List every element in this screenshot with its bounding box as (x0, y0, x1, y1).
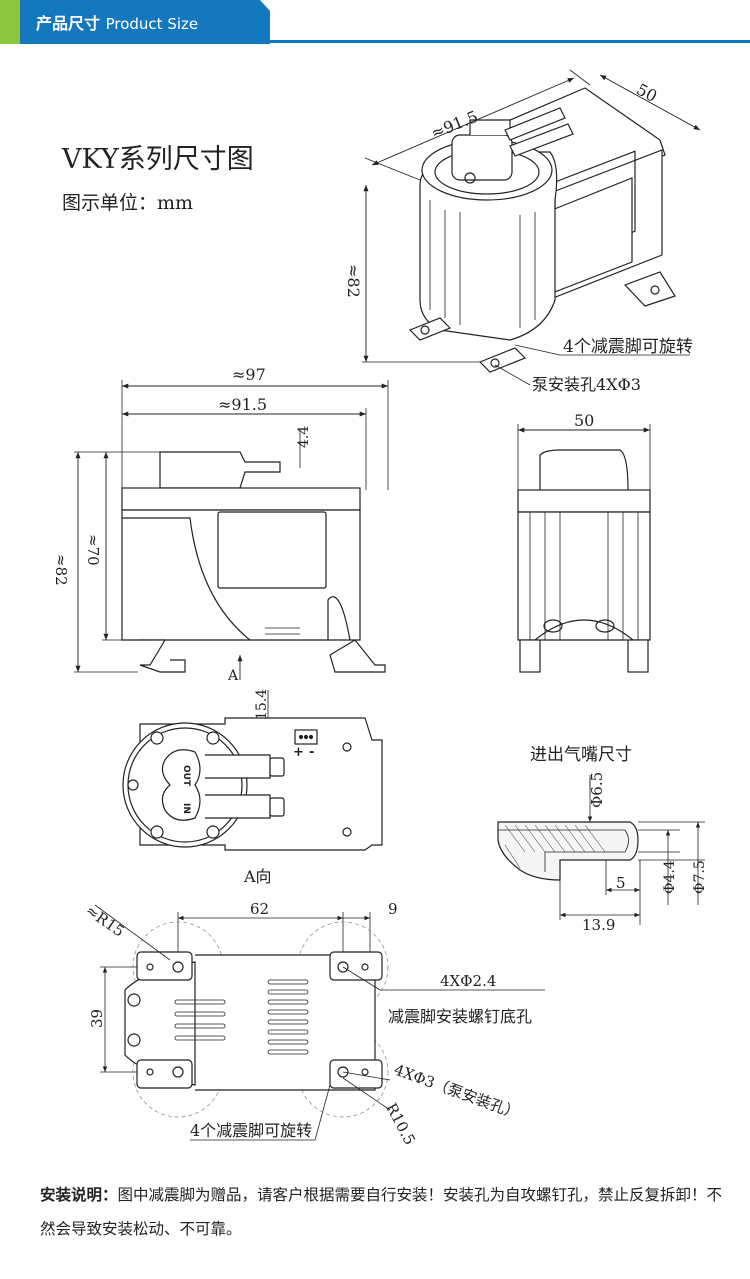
nozzle-detail (497, 775, 705, 925)
installation-note: 安装说明：图中减震脚为赠品，请客户根据需要自行安装！安装孔为自攻螺钉孔，禁止反复… (40, 1178, 730, 1246)
bottom-pump-holes: 4XΦ3（泵安装孔） (392, 1061, 522, 1123)
nozzle-dim-d3: Φ7.5 (692, 860, 708, 894)
bottom-dim-r105: R10.5 (382, 1100, 419, 1148)
top-label-out: OUT (181, 765, 191, 787)
header-title: 产品尺寸 Product Size (36, 10, 198, 34)
bottom-dim-r15: ≈R15 (82, 901, 128, 940)
top-view (122, 690, 383, 851)
iso-dim-height: ≈82 (344, 264, 363, 298)
iso-note-holes: 泵安装孔4XΦ3 (532, 375, 641, 394)
top-view-caption: A向 (243, 867, 272, 886)
front-dim-total: ≈97 (232, 365, 266, 384)
bottom-dim-39: 39 (88, 1009, 106, 1028)
nozzle-dim-d1: Φ6.5 (588, 772, 606, 808)
header-bar: 产品尺寸 Product Size (0, 0, 750, 44)
bottom-screw-desc: 减震脚安装螺钉底孔 (388, 1007, 532, 1026)
side-dim-width: 50 (574, 411, 594, 430)
top-label-minus: - (309, 745, 314, 760)
front-dim-h-total: ≈82 (52, 554, 70, 586)
nozzle-title: 进出气嘴尺寸 (530, 745, 632, 765)
front-dim-body: ≈91.5 (218, 395, 267, 414)
side-view (517, 424, 651, 673)
diagram-title: VKY系列尺寸图 (61, 144, 254, 175)
front-view-marker: A (227, 668, 239, 684)
top-dim-offset: 15.4 (254, 689, 270, 720)
top-label-in: IN (181, 803, 191, 814)
iso-note-feet: 4个减震脚可旋转 (563, 337, 693, 357)
top-label-plus: + (293, 745, 304, 760)
front-dim-top: 4.4 (296, 426, 312, 448)
nozzle-dim-d2: Φ4.4 (662, 860, 678, 894)
technical-drawing: VKY系列尺寸图 图示单位：mm ≈91.5 50 ≈ (0, 44, 750, 1174)
header-title-cn: 产品尺寸 (36, 14, 101, 33)
iso-dim-width: 50 (633, 80, 660, 106)
header-accent-green (0, 0, 20, 44)
bottom-note-feet: 4个减震脚可旋转 (190, 1121, 312, 1140)
installation-note-text: 图中减震脚为赠品，请客户根据需要自行安装！安装孔为自攻螺钉孔，禁止反复拆卸！不然… (40, 1186, 723, 1238)
header-rule (270, 40, 750, 43)
front-dim-h-body: ≈70 (84, 534, 102, 566)
iso-view (362, 69, 701, 386)
nozzle-dim-len2: 13.9 (582, 916, 615, 934)
bottom-view (94, 904, 545, 1141)
bottom-dim-9: 9 (388, 900, 398, 918)
diagram-unit: 图示单位：mm (62, 192, 193, 214)
front-view (74, 380, 389, 680)
nozzle-dim-len1: 5 (616, 874, 626, 892)
installation-note-label: 安装说明： (40, 1186, 118, 1204)
bottom-screw: 4XΦ2.4 (440, 972, 496, 990)
header-title-en: Product Size (105, 15, 199, 33)
bottom-dim-62: 62 (250, 900, 269, 918)
header-tab (20, 0, 270, 44)
